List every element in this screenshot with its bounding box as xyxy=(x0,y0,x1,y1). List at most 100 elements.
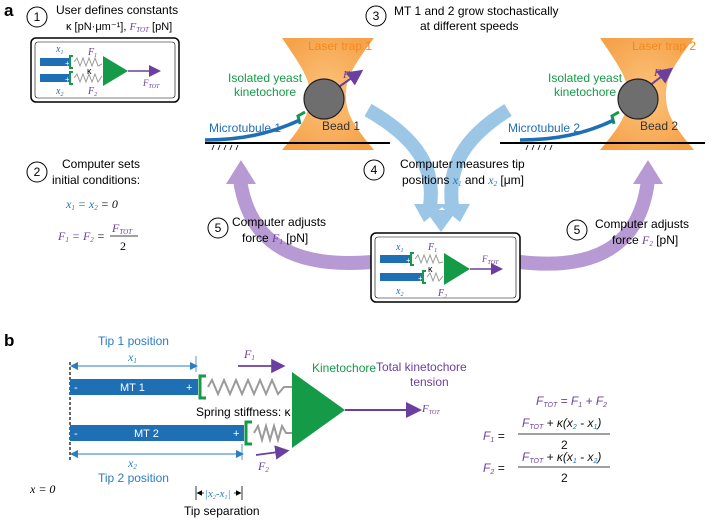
microtubule-2 xyxy=(519,118,615,142)
svg-text:F2: F2 xyxy=(257,459,269,474)
f2-arrow xyxy=(255,445,290,460)
kinetochore-triangle xyxy=(292,372,345,448)
svg-text:FTOT: FTOT xyxy=(481,254,499,266)
mt2-kinetochore-clamp xyxy=(244,420,252,446)
mini-kinetochore-triangle xyxy=(103,56,128,86)
total-tension-label-2: tension xyxy=(410,375,449,389)
svg-text:+: + xyxy=(233,428,239,440)
svg-text:+: + xyxy=(186,382,192,394)
origin-label: x = 0 xyxy=(29,482,55,496)
flow-arrowhead-3 xyxy=(425,210,457,232)
svg-text:x1: x1 xyxy=(127,350,137,365)
mt1-label: MT 1 xyxy=(120,382,145,394)
svg-text:FTOT: FTOT xyxy=(421,403,440,416)
panel-b-label: b xyxy=(4,331,14,350)
spring-1 xyxy=(207,377,292,397)
flow-arrows-lilac xyxy=(233,178,655,271)
step2-line1: Computer sets xyxy=(62,157,140,171)
step5-right-number: 5 xyxy=(574,223,581,237)
equation-f1-lhs: F1 = xyxy=(483,429,505,444)
schematic-box-1: + + x1 x2 F1 F2 κ FTOT xyxy=(30,37,180,103)
step2-number: 2 xyxy=(34,165,41,179)
svg-text:F1: F1 xyxy=(87,47,97,59)
step1-number: 1 xyxy=(34,10,41,24)
schematic-box-2: + + x1 x2 F1 F2 κ FTOT xyxy=(370,232,521,303)
step4-line1: Computer measures tip xyxy=(400,157,525,171)
svg-text:F1: F1 xyxy=(427,242,437,254)
tip-separation-abs: |x2-x1| xyxy=(205,488,230,501)
step5-left-line2: force F1 [pN] xyxy=(242,231,308,246)
bead-1-label: Bead 1 xyxy=(322,119,360,133)
equation-f1-num: FTOT + κ(x2 - x1) xyxy=(522,416,601,431)
bead-2-label: Bead 2 xyxy=(640,119,678,133)
svg-text:-: - xyxy=(74,382,78,394)
step2-eq2-numerator: FTOT xyxy=(111,221,133,236)
mt2-label: MT 2 xyxy=(134,428,159,440)
flow-arrow-box-to-trap2 xyxy=(519,179,655,271)
step1-line2: κ [pN·μm⁻¹], FTOT [pN] xyxy=(66,21,172,34)
mt1-bar xyxy=(70,379,198,395)
laser-trap-1: Laser trap 1 F1 Bead 1 Isolated yeast ki… xyxy=(204,38,390,151)
microtubule-2-label: Microtubule 2 xyxy=(508,121,580,135)
step2-eq2: F1 = F2 = xyxy=(57,229,105,244)
mt1-kinetochore-clamp xyxy=(198,374,206,400)
laser-trap-1-label: Laser trap 1 xyxy=(308,39,372,53)
step5-left-number: 5 xyxy=(215,221,222,235)
step5-right-line2: force F2 [pN] xyxy=(612,233,678,248)
tip2-label: Tip 2 position xyxy=(98,471,169,485)
svg-text:-: - xyxy=(74,428,78,440)
step2-line2: initial conditions: xyxy=(52,173,140,187)
svg-text:κ: κ xyxy=(428,264,433,274)
svg-text:x1: x1 xyxy=(55,44,63,56)
svg-text:+: + xyxy=(65,59,70,68)
equation-f2-den: 2 xyxy=(561,471,568,485)
step4-line2: positions x1 and x2 [μm] xyxy=(402,173,524,188)
svg-text:x2: x2 xyxy=(395,286,403,298)
step3-line2: at different speeds xyxy=(420,19,519,33)
total-tension-label-1: Total kinetochore xyxy=(376,360,467,374)
step3-circle xyxy=(365,5,387,27)
svg-text:+: + xyxy=(65,75,70,84)
step3-number: 3 xyxy=(373,9,380,23)
svg-text:FTOT: FTOT xyxy=(142,78,160,90)
step2-eq2-denominator: 2 xyxy=(120,239,126,253)
equation-f2-num: FTOT + κ(x1 - x2) xyxy=(522,450,601,465)
mt2-bar xyxy=(70,425,244,441)
kinetochore-1-label-1: Isolated yeast xyxy=(228,71,303,85)
kinetochore-label: Kinetochore xyxy=(312,361,376,375)
tip1-label: Tip 1 position xyxy=(98,334,169,348)
flow-arrowhead-5 xyxy=(633,160,663,184)
svg-text:+: + xyxy=(406,256,411,265)
step2-eq1: x1 = x2 = 0 xyxy=(65,197,118,212)
equation-f2-lhs: F2 = xyxy=(483,461,505,476)
flow-arrows-blue xyxy=(364,103,512,207)
microtubule-1-label: Microtubule 1 xyxy=(209,121,281,135)
svg-text:x1: x1 xyxy=(395,242,403,254)
panel-a-label: a xyxy=(4,1,14,20)
kinetochore-2-label-1: Isolated yeast xyxy=(548,71,623,85)
mini-mt2 xyxy=(40,74,70,82)
svg-text:F2: F2 xyxy=(437,288,447,300)
spring-stiffness-label: Spring stiffness: κ xyxy=(196,405,291,419)
equation-f1-den: 2 xyxy=(561,438,568,452)
step3-line1: MT 1 and 2 grow stochastically xyxy=(394,4,559,18)
step5-right-line1: Computer adjusts xyxy=(595,217,689,231)
flow-arrow-trap2-to-box xyxy=(444,104,512,207)
flow-arrow-trap1-to-box xyxy=(364,103,438,207)
step5-left-circle xyxy=(207,217,229,239)
svg-text:F1: F1 xyxy=(243,347,255,362)
step1-line1: User defines constants xyxy=(56,3,178,17)
step1-circle xyxy=(26,6,48,28)
step2-circle xyxy=(26,161,48,183)
laser-trap-2-label: Laser trap 2 xyxy=(632,39,696,53)
step4-number: 4 xyxy=(371,163,378,177)
laser-trap-2: Laser trap 2 F2 Bead 2 Isolated yeast ki… xyxy=(500,38,705,151)
bead-1 xyxy=(303,78,345,120)
step5-right-circle xyxy=(566,219,588,241)
flow-arrowhead-4 xyxy=(226,160,256,184)
kinetochore-2-label-2: kinetochore xyxy=(554,85,616,99)
step5-left-line1: Computer adjusts xyxy=(232,215,326,229)
svg-text:x2: x2 xyxy=(55,86,63,98)
tip-separation-label: Tip separation xyxy=(184,504,260,518)
